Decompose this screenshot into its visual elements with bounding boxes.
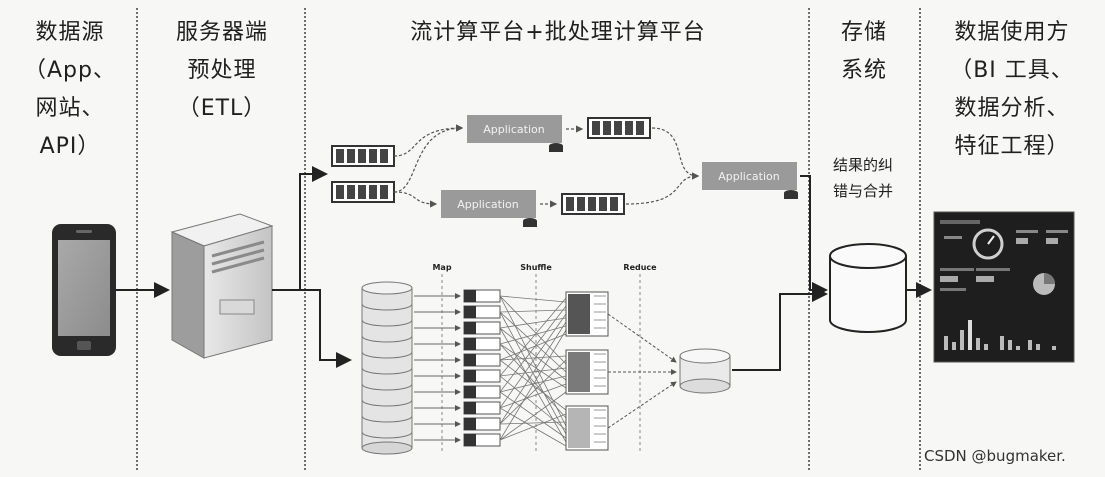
storage-note: 结果的纠 错与合并 <box>816 152 910 204</box>
shuffle-label: Shuffle <box>520 263 552 272</box>
shuffle-lines <box>499 295 567 447</box>
application-label: Application <box>718 170 779 183</box>
col-title-data-consumers: 数据使用方 （BI 工具、 数据分析、 特征工程） <box>924 14 1100 166</box>
application-label: Application <box>483 123 544 136</box>
title-line: （BI 工具、 <box>950 58 1074 83</box>
stream-queue-in-1 <box>331 145 395 167</box>
title-line: （ETL） <box>177 96 267 121</box>
application-box-1: Application <box>467 115 563 152</box>
col-title-data-source: 数据源 （App、 网站、 API） <box>6 14 134 166</box>
application-box-2: Application <box>441 190 537 227</box>
storage-database-icon <box>829 243 907 333</box>
title-line: 数据源 <box>35 20 105 45</box>
reduce-block-2 <box>565 349 609 395</box>
title-line: 特征工程） <box>954 134 1070 159</box>
smartphone-icon <box>52 224 116 356</box>
reduce-block-3 <box>565 405 609 451</box>
stream-queue-in-2 <box>331 181 395 203</box>
batch-output-database-icon <box>679 348 731 394</box>
divider-1 <box>136 8 138 470</box>
watermark: CSDN @bugmaker. <box>924 447 1066 465</box>
batch-input-database-icon <box>361 281 413 455</box>
stream-queue-out-1 <box>587 117 651 139</box>
stream-queue-out-2 <box>561 193 625 215</box>
title-line: 存储 <box>840 20 887 45</box>
title-line: 预处理 <box>187 58 257 83</box>
application-label: Application <box>457 198 518 211</box>
title-line: （App、 <box>24 58 116 83</box>
title-line: 网站、 <box>35 96 105 121</box>
reduce-block-1 <box>565 291 609 337</box>
col-title-compute-platform: 流计算平台+批处理计算平台 <box>310 14 806 52</box>
title-line: API） <box>39 134 101 159</box>
col-title-storage: 存储 系统 <box>812 14 916 90</box>
divider-4 <box>919 8 921 470</box>
map-label: Map <box>432 263 451 272</box>
divider-2 <box>304 8 306 470</box>
application-box-3: Application <box>702 162 798 199</box>
map-tasks <box>463 289 501 447</box>
reduce-label: Reduce <box>623 263 657 272</box>
title-line: 系统 <box>840 58 887 83</box>
title-line: 数据分析、 <box>954 96 1070 121</box>
server-icon <box>170 213 274 359</box>
note-line: 结果的纠 <box>832 156 893 174</box>
title-line: 流计算平台+批处理计算平台 <box>410 20 706 45</box>
title-line: 服务器端 <box>175 20 268 45</box>
title-line: 数据使用方 <box>954 20 1070 45</box>
dashboard-icon <box>933 211 1075 363</box>
note-line: 错与合并 <box>832 182 893 200</box>
col-title-etl: 服务器端 预处理 （ETL） <box>142 14 302 128</box>
